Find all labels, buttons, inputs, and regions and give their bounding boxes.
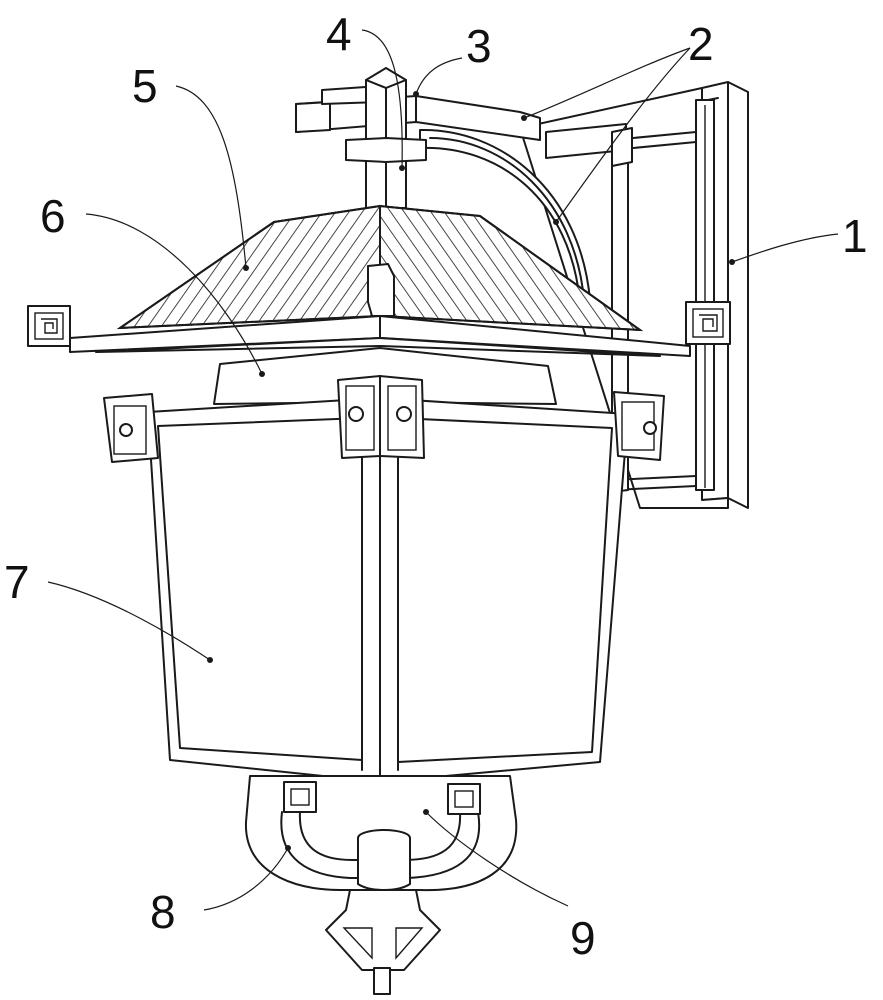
label-4: 4 <box>326 8 352 60</box>
leader-8 <box>203 847 289 911</box>
label-8: 8 <box>150 886 176 938</box>
lantern-body <box>147 397 629 783</box>
lantern-ornaments <box>103 375 665 463</box>
label-5: 5 <box>132 60 158 112</box>
leader-6 <box>85 213 263 375</box>
reference-numerals: 1 2 3 4 5 6 7 8 9 <box>4 8 868 964</box>
leader-5 <box>175 85 247 269</box>
leader-2a <box>523 47 691 119</box>
label-2: 2 <box>688 18 714 70</box>
leader-1 <box>731 233 839 263</box>
leader-9 <box>425 811 569 907</box>
leader-lines <box>47 29 839 911</box>
label-1: 1 <box>842 210 868 262</box>
leader-7 <box>47 581 211 661</box>
label-3: 3 <box>466 20 492 72</box>
label-7: 7 <box>4 556 30 608</box>
label-9: 9 <box>570 912 596 964</box>
leader-4 <box>361 29 403 169</box>
leader-3 <box>415 57 463 95</box>
wall-mount-bracket <box>519 81 749 509</box>
bottom-holder <box>244 775 518 995</box>
hanging-rod <box>345 67 427 209</box>
lamp-roof <box>27 204 731 357</box>
support-arm <box>295 85 591 303</box>
label-6: 6 <box>40 190 66 242</box>
leader-2b <box>555 47 691 223</box>
